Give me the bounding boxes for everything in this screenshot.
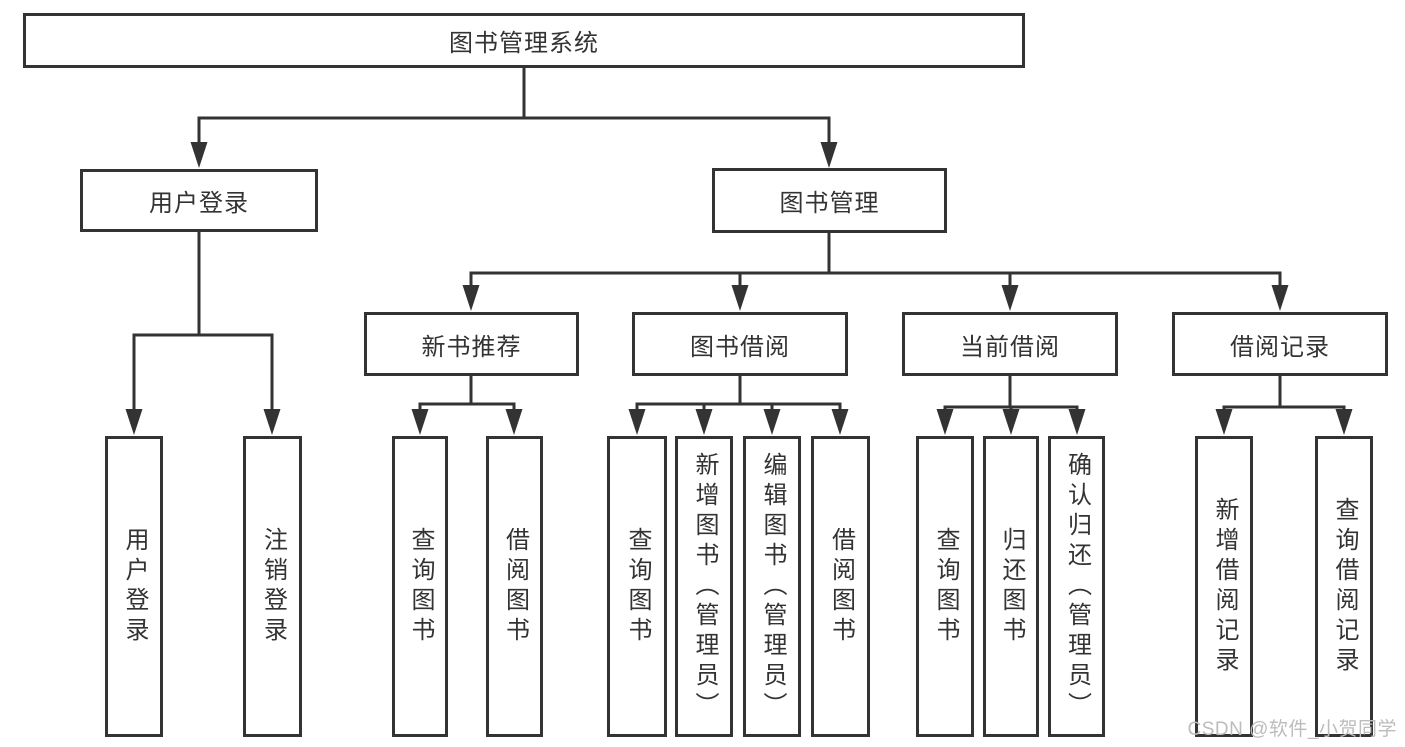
node-root-label: 图书管理系统 xyxy=(449,30,599,57)
leaf-query-books-3: 查询图书 xyxy=(916,436,974,737)
leaf-user-login: 用户登录 xyxy=(105,436,163,737)
leaf-user-login-label: 用户登录 xyxy=(121,526,148,647)
leaf-edit-book-admin-label: 编辑图书（管理员） xyxy=(759,451,786,722)
leaf-return-book: 归还图书 xyxy=(983,436,1039,737)
node-new-book-recommend-label: 新书推荐 xyxy=(421,333,522,361)
leaf-add-book-admin-label: 新增图书（管理员） xyxy=(691,451,718,722)
leaf-return-book-label: 归还图书 xyxy=(998,526,1025,647)
leaf-borrow-books-2: 借阅图书 xyxy=(811,436,870,737)
node-user-login-module: 用户登录 xyxy=(80,169,318,232)
leaf-confirm-return-admin-label: 确认归还（管理员） xyxy=(1063,451,1091,722)
leaf-logout: 注销登录 xyxy=(243,436,302,737)
node-current-borrow: 当前借阅 xyxy=(902,312,1118,376)
leaf-add-borrow-record: 新增借阅记录 xyxy=(1195,436,1253,737)
node-root-system: 图书管理系统 xyxy=(23,13,1025,68)
leaf-borrow-books-1-label: 借阅图书 xyxy=(501,526,529,647)
leaf-query-books-2: 查询图书 xyxy=(607,436,667,737)
node-borrow-records: 借阅记录 xyxy=(1172,312,1388,376)
leaf-query-books-2-label: 查询图书 xyxy=(624,526,651,647)
leaf-query-books-1: 查询图书 xyxy=(392,436,448,737)
leaf-edit-book-admin: 编辑图书（管理员） xyxy=(743,436,801,737)
node-book-borrow: 图书借阅 xyxy=(632,312,848,376)
leaf-add-book-admin: 新增图书（管理员） xyxy=(675,436,733,737)
leaf-query-books-1-label: 查询图书 xyxy=(407,526,434,647)
leaf-confirm-return-admin: 确认归还（管理员） xyxy=(1048,436,1105,737)
node-book-borrow-label: 图书借阅 xyxy=(690,333,790,361)
arrowheads xyxy=(125,142,1353,435)
leaf-query-borrow-record: 查询借阅记录 xyxy=(1315,436,1373,737)
node-new-book-recommend: 新书推荐 xyxy=(364,312,579,376)
node-user-login-label: 用户登录 xyxy=(149,190,249,217)
leaf-logout-label: 注销登录 xyxy=(259,526,287,647)
node-current-borrow-label: 当前借阅 xyxy=(960,333,1060,361)
leaf-query-books-3-label: 查询图书 xyxy=(932,526,959,647)
node-borrow-records-label: 借阅记录 xyxy=(1230,333,1330,361)
leaf-borrow-books-1: 借阅图书 xyxy=(486,436,543,737)
csdn-watermark: CSDN @软件_小贺同学 xyxy=(1187,719,1397,740)
node-book-management-module: 图书管理 xyxy=(712,168,947,233)
leaf-add-borrow-record-label: 新增借阅记录 xyxy=(1211,496,1238,677)
leaf-borrow-books-2-label: 借阅图书 xyxy=(827,526,855,647)
node-book-management-label: 图书管理 xyxy=(779,190,880,217)
leaf-query-borrow-record-label: 查询借阅记录 xyxy=(1331,496,1358,677)
